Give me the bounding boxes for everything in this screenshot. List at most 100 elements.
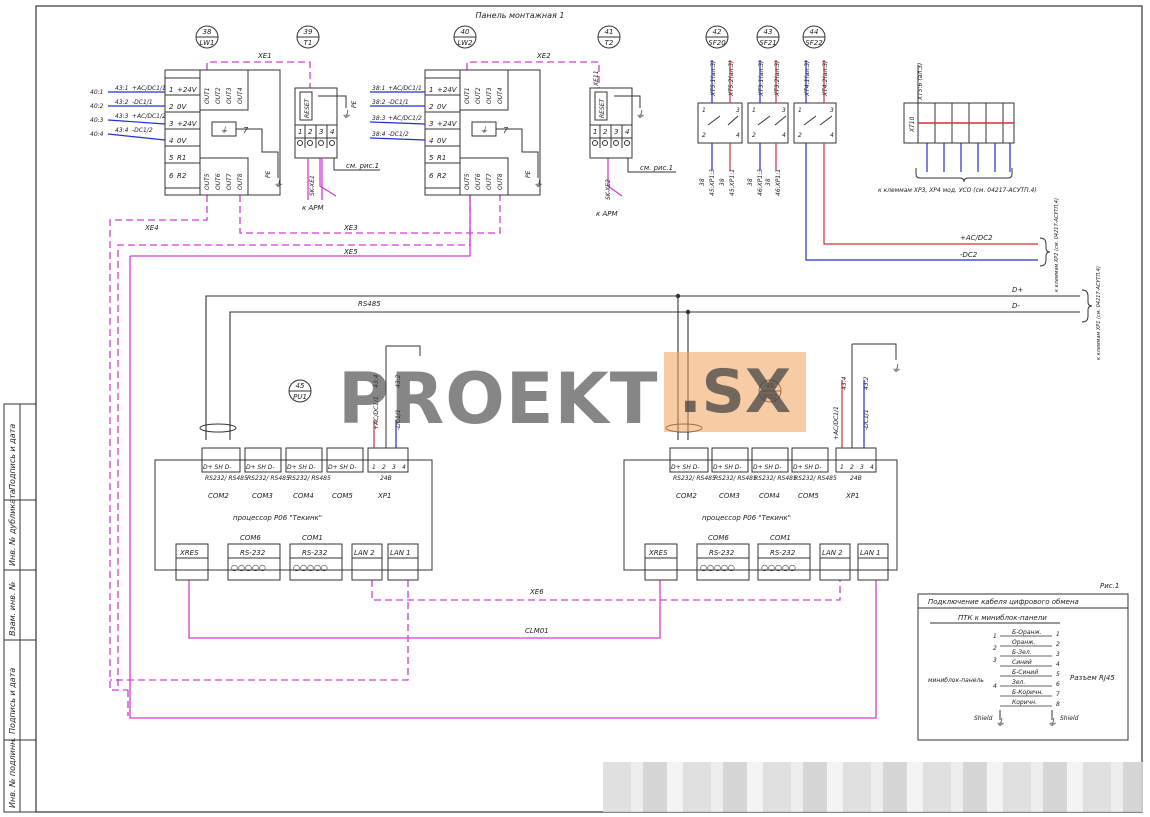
svg-text:RS-232: RS-232 (302, 549, 328, 557)
svg-text:Коричн.: Коричн. (1012, 699, 1037, 706)
svg-text:3: 3 (169, 120, 173, 128)
svg-text:43:4: 43:4 (373, 374, 380, 388)
svg-text:38:2: 38:2 (372, 99, 386, 106)
stamp-text: Подпись и дата (8, 668, 17, 734)
svg-text:24В: 24В (380, 475, 392, 482)
svg-text:2: 2 (382, 464, 386, 471)
svg-text:38: 38 (699, 178, 706, 186)
svg-text:40:4: 40:4 (90, 131, 104, 138)
svg-text:43:3: 43:3 (115, 113, 129, 120)
svg-text:XP1: XP1 (845, 492, 859, 500)
svg-text:4: 4 (429, 137, 433, 145)
svg-text:D+ SH D-: D+ SH D- (713, 464, 742, 471)
svg-text:RS232/ RS485: RS232/ RS485 (288, 475, 331, 482)
svg-text:+AC/DC1/1: +AC/DC1/1 (373, 396, 380, 430)
svg-text:43:2: 43:2 (115, 99, 129, 106)
svg-text:процессор P06 "Текинк": процессор P06 "Текинк" (233, 514, 322, 522)
svg-text:RS232/ RS485: RS232/ RS485 (247, 475, 290, 482)
cables-solid (129, 158, 877, 719)
svg-text:39: 39 (304, 28, 313, 36)
svg-text:43:4: 43:4 (841, 376, 848, 390)
svg-text:D+ SH D-: D+ SH D- (793, 464, 822, 471)
svg-text:3: 3 (392, 464, 396, 471)
psu1-input-wires: 40:143:1+AC/DC1/1 40:243:2-DC1/1 40:343:… (90, 85, 166, 141)
svg-text:RESET: RESET (304, 97, 311, 118)
svg-text:4: 4 (1056, 661, 1060, 668)
svg-text:ПТК к миниблок-панели: ПТК к миниблок-панели (958, 614, 1047, 622)
svg-text:+AC/DC1/2: +AC/DC1/2 (132, 113, 166, 120)
stamp-text: Взам. инв. № (8, 582, 17, 636)
power-out-label-1: +AC/DC2 (960, 234, 993, 242)
svg-text:38:4: 38:4 (372, 131, 386, 138)
svg-text:OUT1: OUT1 (204, 87, 211, 104)
svg-text:R1: R1 (437, 154, 446, 162)
bus-label-dminus: D- (1012, 302, 1020, 310)
switch-label: SK-XE1 (309, 175, 316, 196)
svg-text:8: 8 (1056, 701, 1060, 708)
svg-text:Б-Коричн.: Б-Коричн. (1012, 689, 1043, 696)
svg-text:⏚: ⏚ (273, 179, 283, 190)
svg-text:40:2: 40:2 (90, 103, 104, 110)
svg-text:R1: R1 (177, 154, 186, 162)
svg-text:PE: PE (351, 100, 358, 108)
svg-text:LAN 1: LAN 1 (860, 549, 881, 557)
svg-text:-DC1/2: -DC1/2 (388, 131, 409, 138)
svg-text:2: 2 (798, 132, 802, 139)
svg-text:Разъем RJ45: Разъем RJ45 (1070, 674, 1115, 682)
svg-text:OUT6: OUT6 (475, 173, 482, 190)
svg-text:1: 1 (169, 86, 173, 94)
svg-text:6: 6 (1056, 681, 1060, 688)
svg-text:Б-Зел.: Б-Зел. (1012, 649, 1032, 656)
svg-text:OUT7: OUT7 (226, 173, 233, 190)
svg-text:+AC/DC1/1: +AC/DC1/1 (388, 85, 422, 92)
svg-text:PE: PE (525, 170, 532, 178)
cable-label-clm: CLM01 (525, 627, 549, 635)
svg-text:R2: R2 (437, 172, 447, 180)
svg-text:D+ SH D-: D+ SH D- (246, 464, 275, 471)
svg-text:RS232/ RS485: RS232/ RS485 (205, 475, 248, 482)
svg-text:2: 2 (429, 103, 434, 111)
svg-text:4: 4 (330, 128, 334, 136)
svg-text:45:XP1:1: 45:XP1:1 (729, 169, 736, 196)
svg-text:COM2: COM2 (208, 492, 229, 500)
svg-text:45: 45 (296, 382, 305, 390)
processor-module-2: D+ SH D- RS232/ RS485 COM2 D+ SH D- RS23… (623, 343, 901, 581)
svg-text:OUT6: OUT6 (215, 173, 222, 190)
svg-text:PE: PE (265, 170, 272, 178)
svg-text:LAN 2: LAN 2 (822, 549, 843, 557)
svg-text:XT5:2(ал.3): XT5:2(ал.3) (728, 61, 735, 97)
power-out-label-2: -DC2 (960, 251, 978, 259)
svg-text:XRES: XRES (648, 549, 668, 557)
svg-text:46: 46 (766, 382, 775, 390)
svg-text:COM4: COM4 (759, 492, 780, 500)
psu2-input-wires: 38:1+AC/DC1/1 38:2-DC1/1 38:3+AC/DC1/2 3… (369, 85, 426, 141)
svg-text:+24V: +24V (437, 86, 458, 94)
svg-text:2: 2 (308, 128, 313, 136)
svg-text:6: 6 (169, 172, 174, 180)
svg-text:OUT3: OUT3 (226, 87, 233, 104)
terminal-block-xt10: XT5:6 (ал.3) XT10 к клеммам XP3, XP4 мод… (878, 63, 1037, 194)
svg-text:D+ SH D-: D+ SH D- (203, 464, 232, 471)
svg-text:○○○○○: ○○○○○ (293, 563, 328, 572)
cable-label-xe1: XE1 (257, 52, 272, 60)
svg-text:OUT8: OUT8 (497, 173, 504, 190)
svg-text:43: 43 (764, 28, 773, 36)
svg-text:COM6: COM6 (240, 534, 261, 542)
svg-text:⏚: ⏚ (635, 110, 645, 121)
svg-text:3: 3 (830, 107, 834, 114)
svg-text:3: 3 (1056, 651, 1060, 658)
svg-text:XP1: XP1 (377, 492, 391, 500)
legend-fig1: Рис.1 Подключение кабеля цифрового обмен… (917, 582, 1129, 741)
svg-text:1: 1 (1056, 631, 1060, 638)
svg-text:OUT2: OUT2 (475, 87, 482, 104)
svg-text:-DC1/1: -DC1/1 (132, 99, 153, 106)
svg-text:см. рис.1: см. рис.1 (346, 162, 379, 170)
terminal-note: к клеммам XP3, XP4 мод. УСО (см. 04217-А… (878, 187, 1037, 194)
svg-text:1: 1 (372, 464, 376, 471)
svg-text:SF21: SF21 (759, 39, 776, 47)
svg-text:⏚: ⏚ (1047, 718, 1057, 729)
svg-text:5: 5 (429, 154, 434, 162)
svg-text:COM4: COM4 (293, 492, 314, 500)
